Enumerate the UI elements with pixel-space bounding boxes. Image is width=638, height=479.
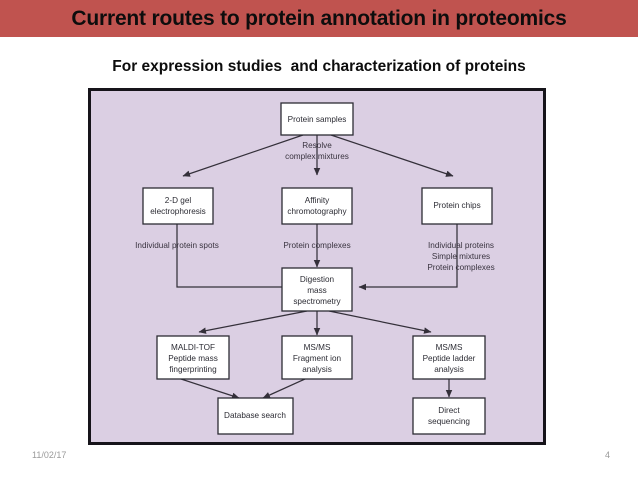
node-digestion-line3: spectrometry [293, 297, 341, 306]
page-title: Current routes to protein annotation in … [71, 6, 567, 30]
flowchart-svg: Resolve complex mixtures Individual prot… [135, 102, 495, 435]
node-2d-gel-electrophoresis[interactable]: 2-D gel electrophoresis [142, 187, 214, 225]
node-database-search-label: Database search [224, 411, 286, 420]
footer-date: 11/02/17 [32, 450, 67, 460]
edge-label-protein-complexes: Protein complexes [283, 241, 350, 250]
link-samples-to-2dgel [182, 134, 304, 177]
node-digestion-line1: Digestion [300, 275, 335, 284]
edge-label-resolve-line1: Resolve [302, 141, 332, 150]
node-maldi-line2: Peptide mass [168, 354, 218, 363]
node-direct-seq-line2: sequencing [428, 417, 470, 426]
node-protein-samples-label: Protein samples [288, 115, 347, 124]
edge-label-resolve-line2: complex mixtures [285, 152, 349, 161]
link-digestion-to-msms-ladder [328, 310, 432, 334]
node-msms-frag-line1: MS/MS [304, 343, 331, 352]
footer-page-number: 4 [604, 450, 610, 460]
node-msms-fragment-ion[interactable]: MS/MS Fragment ion analysis [281, 335, 353, 380]
node-protein-samples[interactable]: Protein samples [280, 102, 354, 136]
node-direct-sequencing[interactable]: Direct sequencing [412, 397, 486, 435]
node-msms-peptide-ladder[interactable]: MS/MS Peptide ladder analysis [412, 335, 486, 380]
node-msms-ladder-line3: analysis [434, 365, 464, 374]
node-2d-gel-line1: 2-D gel [165, 196, 192, 205]
node-affinity-line1: Affinity [305, 196, 330, 205]
node-2d-gel-line2: electrophoresis [150, 207, 206, 216]
node-maldi-line3: fingerprinting [169, 365, 217, 374]
link-maldi-to-database-search [180, 378, 240, 399]
link-2dgel-to-digestion [176, 224, 313, 291]
node-msms-frag-line2: Fragment ion [293, 354, 342, 363]
node-msms-ladder-line1: MS/MS [436, 343, 463, 352]
link-digestion-to-maldi [198, 310, 308, 334]
node-affinity-line2: chromotography [287, 207, 347, 216]
node-protein-chips[interactable]: Protein chips [421, 187, 493, 225]
node-digestion-mass-spectrometry[interactable]: Digestion mass spectrometry [281, 267, 353, 312]
node-msms-frag-line3: analysis [302, 365, 332, 374]
edge-label-right-line3: Protein complexes [427, 263, 494, 272]
node-msms-ladder-line2: Peptide ladder [423, 354, 476, 363]
slide-title-bar: Current routes to protein annotation in … [0, 0, 638, 37]
edge-label-individual-protein-spots: Individual protein spots [135, 241, 219, 250]
node-maldi-tof[interactable]: MALDI-TOF Peptide mass fingerprinting [156, 335, 230, 380]
node-protein-chips-label: Protein chips [433, 201, 480, 210]
node-affinity-chromatography[interactable]: Affinity chromotography [281, 187, 353, 225]
edge-label-right-line1: Individual proteins [428, 241, 494, 250]
link-chips-to-digestion [358, 224, 458, 291]
node-maldi-line1: MALDI-TOF [171, 343, 215, 352]
link-samples-to-chips [330, 134, 454, 177]
node-database-search[interactable]: Database search [217, 397, 294, 435]
link-fragment-to-database-search [262, 378, 306, 399]
flowchart-figure: Resolve complex mixtures Individual prot… [88, 88, 546, 445]
slide-subtitle: For expression studies and characterizat… [112, 58, 526, 75]
edge-label-right-line2: Simple mixtures [432, 252, 490, 261]
node-direct-seq-line1: Direct [438, 406, 460, 415]
node-digestion-line2: mass [307, 286, 327, 295]
